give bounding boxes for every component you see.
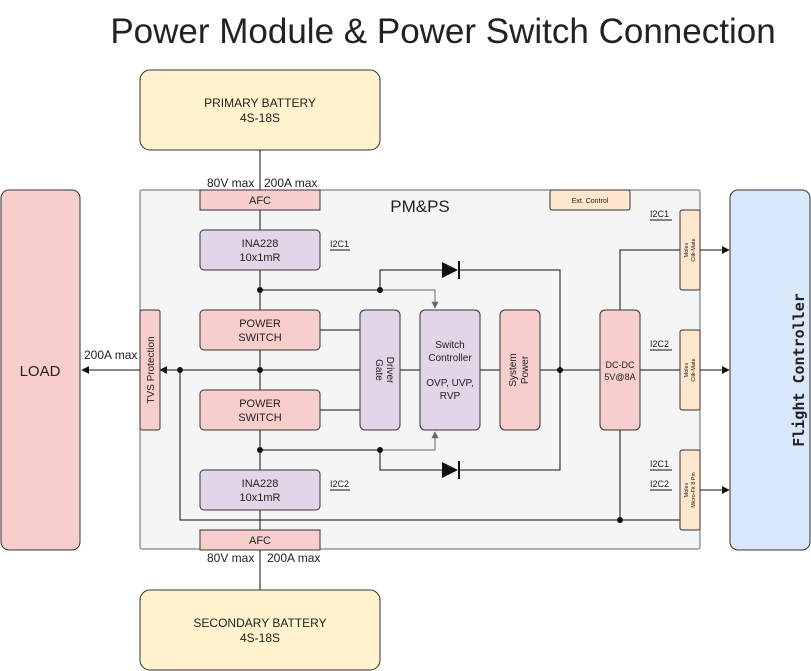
ina228-bottom: INA228 10x1mR (199, 469, 321, 511)
system-power-text-15: Power (520, 355, 531, 384)
dcdc-converter-text-17: 5V@8A (604, 372, 635, 382)
dcdc-converter-text-16: DC-DC (606, 360, 635, 370)
primary-battery-spec: 4S-18S (240, 111, 280, 125)
ina228-top-text-1: 10x1mR (240, 252, 281, 264)
switch-controller-text-13: RVP (440, 391, 461, 402)
system-power: System Power (499, 309, 541, 431)
connector-microfit-text-22: Molex (684, 482, 690, 497)
connector-clikmate-2: Molex Clik-Mate (679, 329, 701, 411)
connector-microfit: Molex Micro-Fit 8 Pin (679, 449, 701, 531)
connector-clikmate-1-text-19: Clik-Mate (691, 238, 697, 261)
bottom-voltage-rating: 80V max (207, 551, 254, 565)
load-label: LOAD (20, 363, 61, 380)
bottom-current-rating: 200A max (267, 551, 320, 565)
diode-top-icon (442, 261, 460, 279)
flight-controller-block: Flight Controller (729, 189, 811, 551)
connector-clikmate-1-text-18: Molex (684, 242, 690, 257)
load-block: LOAD (0, 189, 81, 551)
tvs-protection: TVS Protection (139, 309, 161, 431)
connector-3-bus-1: I2C1 (650, 459, 669, 469)
secondary-battery-name: SECONDARY BATTERY (193, 616, 326, 630)
ina228-top-text-0: INA228 (242, 238, 279, 250)
ina228-bottom-text-2: INA228 (242, 478, 279, 490)
secondary-battery: SECONDARY BATTERY 4S-18S (139, 589, 381, 671)
connector-3-bus-2: I2C2 (650, 479, 669, 489)
ext-control-label: Ext. Control (572, 198, 609, 205)
gate-driver-text-9: Driver (384, 357, 395, 384)
connector-clikmate-1: Molex Clik-Mate (679, 209, 701, 291)
ina228-bottom-text-3: 10x1mR (240, 492, 281, 504)
primary-battery: PRIMARY BATTERY 4S-18S (139, 69, 381, 151)
afc-bottom: AFC (199, 529, 321, 551)
power-switch-bottom: POWER SWITCH (199, 389, 321, 431)
switch-controller-text-10: Switch (435, 340, 464, 351)
afc-top: AFC (199, 189, 321, 211)
switch-controller-text-11: Controller (428, 353, 472, 364)
connector-2-bus: I2C2 (650, 339, 669, 349)
top-voltage-rating: 80V max (207, 176, 254, 190)
tvs-protection-label: TVS Protection (146, 336, 157, 403)
flight-controller-label: Flight Controller (790, 293, 808, 447)
power-switch-top-text-4: POWER (239, 318, 281, 330)
power-switch-top: POWER SWITCH (199, 309, 321, 351)
primary-battery-name: PRIMARY BATTERY (204, 96, 316, 110)
switch-controller-text-12: OVP, UVP, (426, 378, 473, 389)
diagram-title: Power Module & Power Switch Connection (110, 12, 775, 51)
connector-clikmate-2-text-20: Molex (684, 362, 690, 377)
power-switch-top-text-5: SWITCH (238, 332, 281, 344)
power-switch-bottom-text-7: SWITCH (238, 412, 281, 424)
ina228-top: INA228 10x1mR (199, 229, 321, 271)
diode-bottom-icon (442, 461, 460, 479)
gate-driver-text-8: Gate (373, 359, 384, 381)
ina228-top-bus-label: I2C1 (330, 239, 349, 249)
connector-1-bus: I2C1 (650, 209, 669, 219)
ina228-bottom-bus-label: I2C2 (330, 479, 349, 489)
switch-controller: Switch Controller OVP, UVP, RVP (419, 309, 481, 431)
ext-control: Ext. Control (549, 189, 631, 211)
connector-microfit-text-23: Micro-Fit 8 Pin (691, 472, 697, 507)
afc-top-label: AFC (249, 195, 271, 207)
dcdc-converter: DC-DC 5V@8A (599, 309, 641, 431)
system-power-text-14: System (508, 353, 519, 386)
secondary-battery-spec: 4S-18S (240, 631, 280, 645)
load-current-rating: 200A max (84, 348, 137, 362)
top-current-rating: 200A max (264, 176, 317, 190)
power-switch-bottom-text-6: POWER (239, 398, 281, 410)
gate-driver: Gate Driver (359, 309, 401, 431)
connector-clikmate-2-text-21: Clik-Mate (691, 358, 697, 381)
pmps-module-label: PM&PS (390, 197, 450, 216)
afc-bottom-label: AFC (249, 535, 271, 547)
